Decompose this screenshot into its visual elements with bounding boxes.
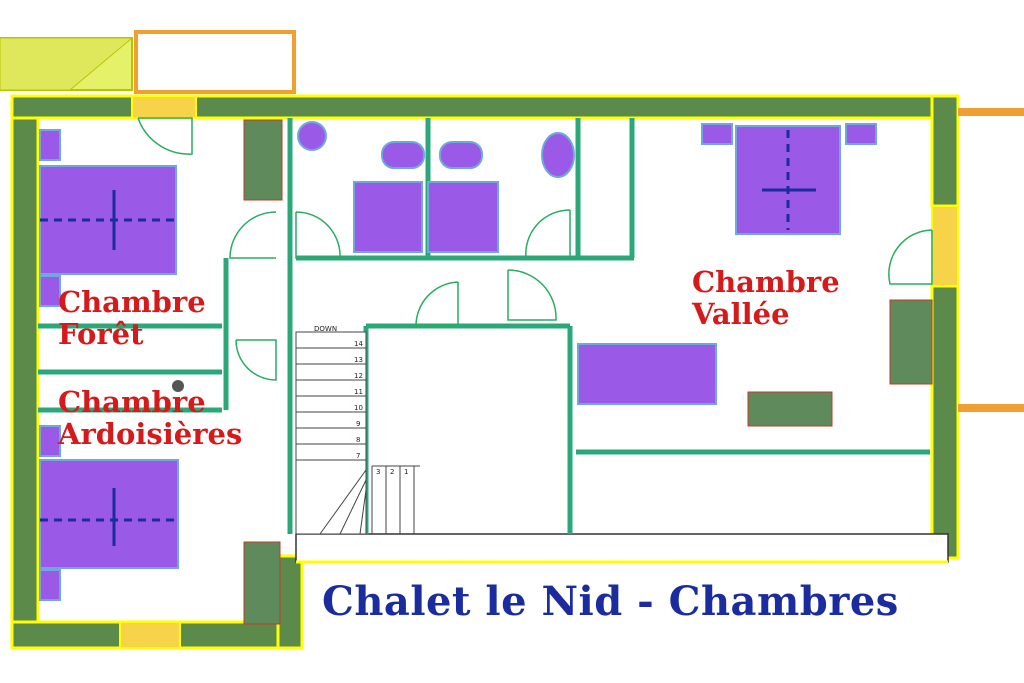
outer-walls [10,94,1024,650]
staircase [172,331,420,535]
stair-step-number: 14 [354,340,363,348]
room-label-ardoisieres: Chambre Ardoisières [58,386,242,450]
stair-step-number: 9 [356,420,360,428]
room-label-foret: Chambre Forêt [58,286,206,350]
stair-step-number: 11 [354,388,363,396]
stair-step-number: 12 [354,372,363,380]
stair-step-number: 8 [356,436,360,444]
stair-step-number: 3 [376,468,380,476]
room-label-line: Chambre [58,285,206,319]
stair-step-number: 2 [390,468,394,476]
room-label-vallee: Chambre Vallée [692,266,840,330]
stair-step-numbers: 14 13 12 11 10 9 8 7 3 2 1 [354,340,408,476]
room-label-line: Forêt [58,317,144,351]
bed-markers [40,130,816,546]
stair-direction-label: DOWN [314,325,337,333]
stair-step-number: 1 [404,468,408,476]
balcony [0,30,296,94]
room-label-line: Ardoisières [58,417,243,451]
room-label-line: Chambre [58,385,206,419]
cabinets [243,119,933,625]
stair-step-number: 10 [354,404,363,412]
room-label-line: Vallée [692,297,790,331]
doors [137,117,933,381]
room-label-line: Chambre [692,265,840,299]
furniture [39,121,877,601]
stair-step-number: 13 [354,356,363,364]
stair-step-number: 7 [356,452,360,460]
plan-title: Chalet le Nid - Chambres [322,578,899,625]
